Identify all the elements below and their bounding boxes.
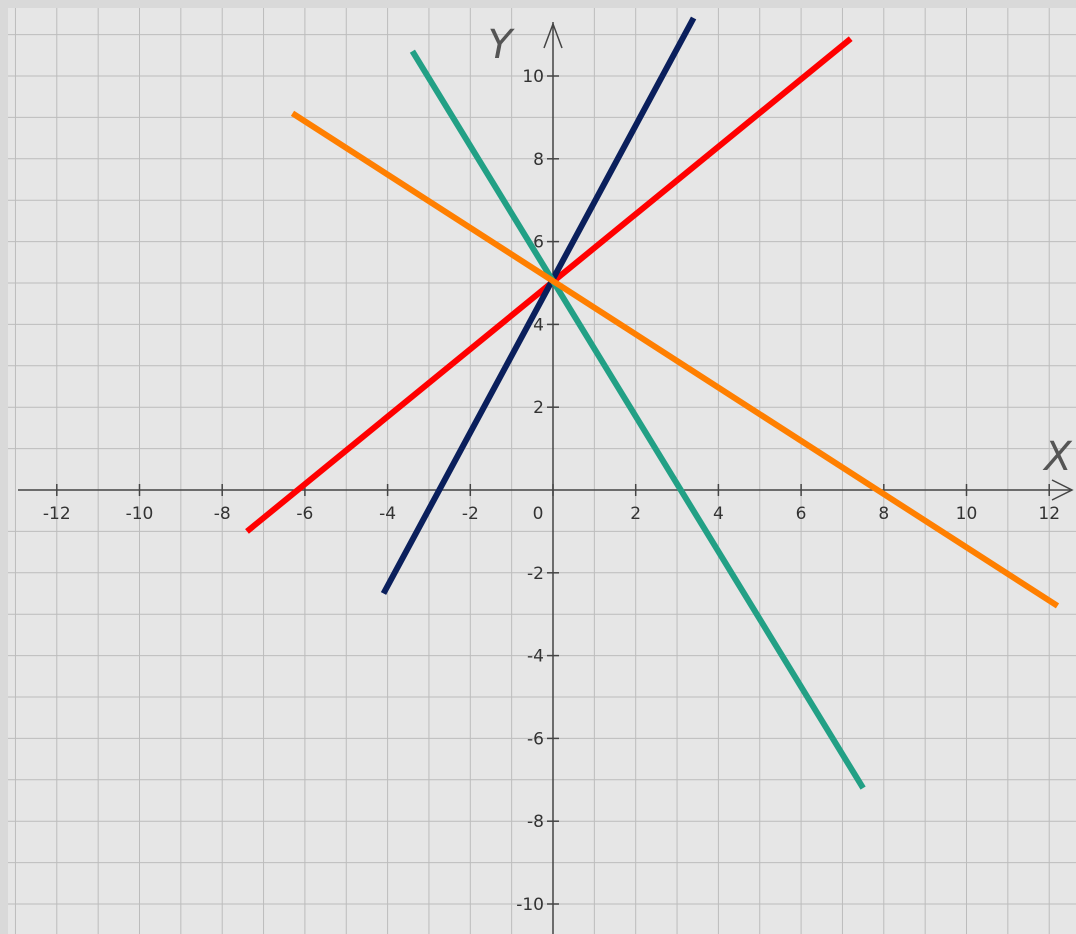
x-tick-label: -4 bbox=[379, 504, 396, 524]
x-tick-label: 6 bbox=[796, 504, 807, 524]
tick-labels: -12 -10 -8 -6 -4 -2 2 4 6 8 10 12 0 -10 -8 -6 -4 -2 2 4 6 8 10… bbox=[43, 22, 1073, 915]
grid-lines bbox=[8, 8, 1076, 934]
y-tick-label: 2 bbox=[533, 398, 544, 418]
series-line-3 bbox=[409, 49, 866, 790]
y-tick-label: -2 bbox=[527, 564, 544, 584]
x-axis-label: X bbox=[1042, 434, 1073, 480]
series-lines bbox=[245, 16, 1060, 790]
y-axis-arrow bbox=[543, 21, 563, 49]
y-tick-label: 10 bbox=[522, 67, 544, 87]
y-tick-label: 6 bbox=[533, 233, 544, 253]
x-tick-label: 12 bbox=[1038, 504, 1060, 524]
x-tick-label: 10 bbox=[956, 504, 978, 524]
series-line-2 bbox=[380, 16, 697, 595]
x-tick-label: 4 bbox=[713, 504, 724, 524]
y-tick-label: 8 bbox=[533, 150, 544, 170]
x-tick-label: -12 bbox=[43, 504, 71, 524]
series-line-4 bbox=[290, 110, 1060, 609]
x-tick-label: -6 bbox=[296, 504, 313, 524]
y-tick-label: 4 bbox=[533, 315, 544, 335]
plot-background bbox=[8, 8, 1076, 934]
axes bbox=[18, 21, 1074, 934]
x-tick-label: -8 bbox=[214, 504, 231, 524]
x-tick-label: 8 bbox=[878, 504, 889, 524]
y-tick-label: -10 bbox=[516, 895, 544, 915]
x-tick-label: -10 bbox=[126, 504, 154, 524]
tick-marks bbox=[56, 75, 1050, 905]
x-tick-label: -2 bbox=[462, 504, 479, 524]
y-axis-label: Y bbox=[488, 22, 516, 68]
origin-label: 0 bbox=[533, 504, 544, 524]
y-tick-label: -4 bbox=[527, 647, 544, 667]
x-tick-label: 2 bbox=[630, 504, 641, 524]
y-tick-label: -8 bbox=[527, 812, 544, 832]
x-axis-arrow bbox=[1051, 479, 1074, 501]
y-tick-label: -6 bbox=[527, 729, 544, 749]
